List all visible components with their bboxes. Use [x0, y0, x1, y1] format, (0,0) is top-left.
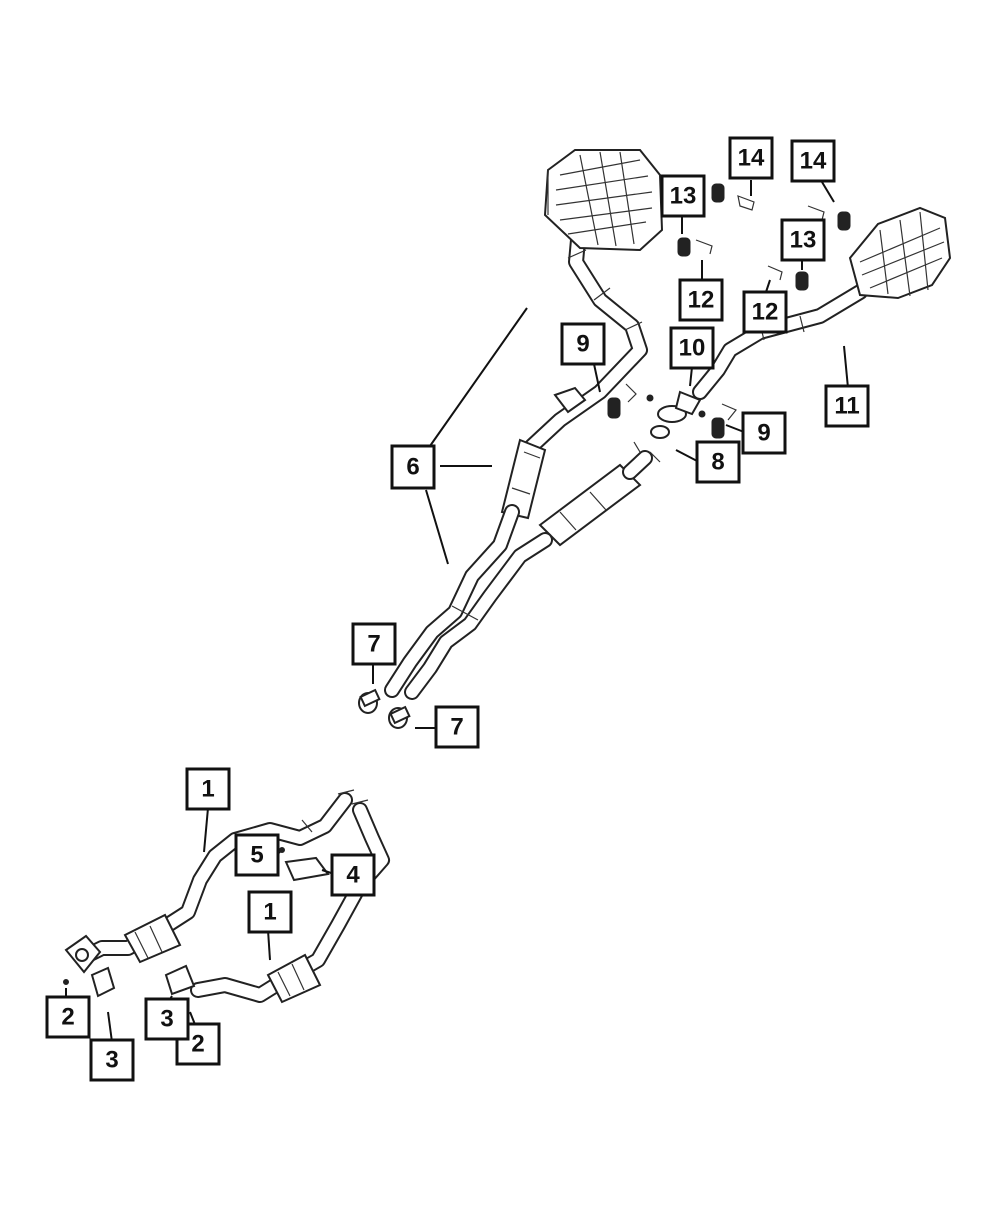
front-exhaust-assembly — [63, 789, 390, 1013]
right-resonator — [538, 463, 642, 547]
callout-5: 5 — [234, 833, 280, 877]
isolators-upper — [677, 183, 851, 291]
rear-exhaust-assembly — [358, 149, 952, 729]
callout-label: 11 — [834, 393, 859, 420]
callout-3-left: 3 — [89, 1038, 135, 1082]
callout-9-upper: 9 — [560, 322, 606, 366]
callout-label: 9 — [757, 420, 770, 447]
callout-8: 8 — [695, 440, 741, 484]
tip-clamp-left — [358, 688, 381, 714]
callout-12-right: 12 — [742, 290, 788, 334]
right-muffler — [848, 206, 952, 300]
callout-label: 5 — [250, 842, 263, 869]
callout-2-left: 2 — [45, 995, 91, 1039]
callout-label: 13 — [670, 183, 697, 210]
callout-label: 1 — [263, 899, 276, 926]
callout-label: 2 — [191, 1031, 204, 1058]
callout-13-left: 13 — [660, 174, 706, 218]
callout-1-lower: 1 — [247, 890, 293, 934]
callout-11: 11 — [824, 384, 870, 428]
callout-label: 6 — [406, 454, 419, 481]
callout-14-left: 14 — [728, 136, 774, 180]
callout-label: 2 — [61, 1004, 74, 1031]
left-muffler — [543, 149, 664, 252]
flange-assembly — [633, 390, 706, 463]
callout-label: 10 — [679, 335, 706, 362]
callout-7-upper: 7 — [351, 622, 397, 666]
callout-9-lower: 9 — [741, 411, 787, 455]
hanger-left — [553, 383, 637, 419]
hanger-right — [711, 403, 737, 439]
callout-label: 4 — [346, 862, 360, 889]
callout-6: 6 — [390, 444, 436, 490]
callout-label: 8 — [711, 449, 724, 476]
callout-label: 3 — [160, 1006, 173, 1033]
callout-label: 12 — [752, 299, 779, 326]
callout-label: 3 — [105, 1047, 118, 1074]
tip-clamp-right — [388, 705, 411, 729]
callout-label: 14 — [738, 145, 765, 172]
callout-4: 4 — [330, 853, 376, 897]
callout-2-right: 2 — [175, 1022, 221, 1066]
callout-label: 1 — [201, 776, 214, 803]
callout-3-right: 3 — [144, 997, 190, 1041]
callout-13-right: 13 — [780, 218, 826, 262]
callout-label: 7 — [367, 631, 380, 658]
callout-14-right: 14 — [790, 139, 836, 183]
callout-label: 12 — [688, 287, 715, 314]
callout-10: 10 — [669, 326, 715, 370]
callout-label: 13 — [790, 227, 817, 254]
callout-7-lower: 7 — [434, 705, 480, 749]
callout-1-upper: 1 — [185, 767, 231, 811]
callout-label: 9 — [576, 331, 589, 358]
left-resonator — [500, 438, 547, 520]
callout-12-left: 12 — [678, 278, 724, 322]
callout-label: 14 — [800, 148, 827, 175]
callout-label: 7 — [450, 714, 463, 741]
